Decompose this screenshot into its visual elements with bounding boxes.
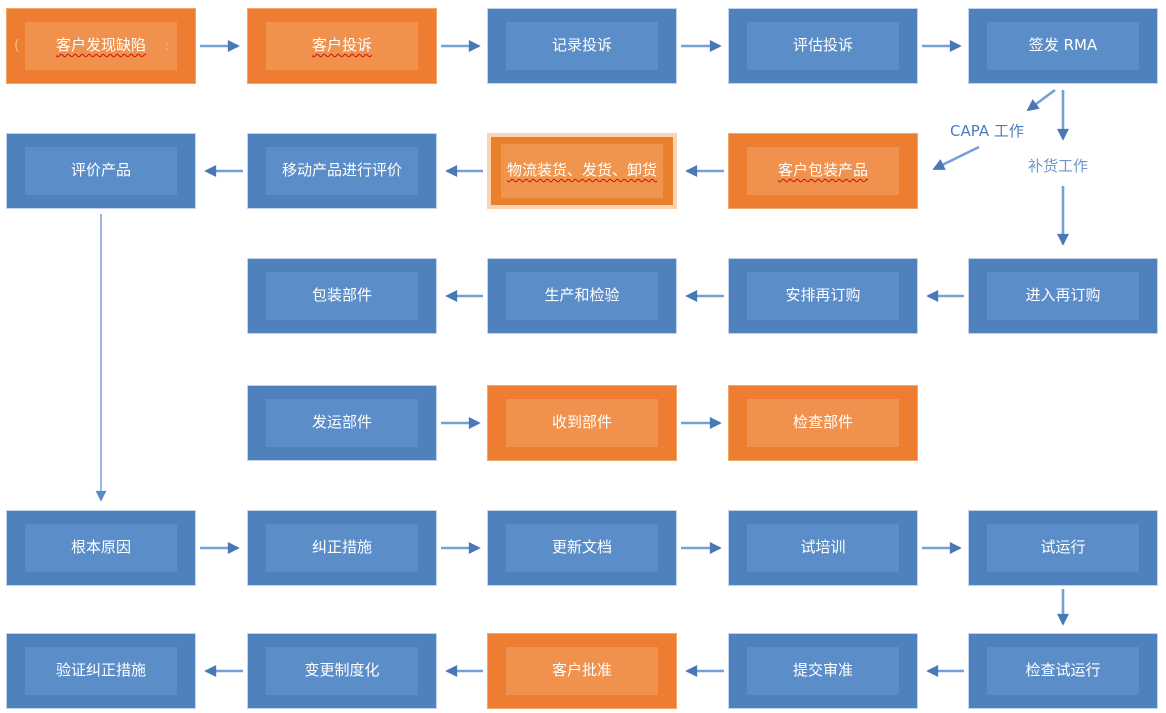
node-root-cause[interactable]: 根本原因 (6, 510, 196, 586)
node-body: 安排再订购 (747, 272, 899, 320)
node-enter-reorder[interactable]: 进入再订购 (968, 258, 1158, 334)
node-label: 评价产品 (70, 161, 131, 180)
node-label: 检查试运行 (1025, 661, 1101, 680)
node-label: 纠正措施 (311, 538, 372, 557)
node-customer-complaint[interactable]: 客户投诉 (247, 8, 437, 84)
label-capa-work: CAPA 工作 (950, 122, 1024, 140)
node-production-and-inspection[interactable]: 生产和检验 (487, 258, 677, 334)
node-label: 物流装货、发货、卸货 (506, 161, 657, 180)
node-inspect-parts[interactable]: 检查部件 (728, 385, 918, 461)
node-check-trial-run[interactable]: 检查试运行 (968, 633, 1158, 709)
node-pack-parts[interactable]: 包装部件 (247, 258, 437, 334)
node-body: 收到部件 (506, 399, 658, 447)
node-body: 根本原因 (25, 524, 177, 572)
node-label: 提交审准 (792, 661, 853, 680)
node-evaluate-product[interactable]: 评价产品 (6, 133, 196, 209)
node-body: 检查部件 (747, 399, 899, 447)
node-label: 更新文档 (551, 538, 612, 557)
node-body: 检查试运行 (987, 647, 1139, 695)
node-customer-finds-defect[interactable]: ( 客户发现缺陷 : (6, 8, 196, 84)
node-body: 移动产品进行评价 (266, 147, 418, 195)
node-label: 生产和检验 (544, 286, 620, 305)
node-label: 签发 RMA (1028, 36, 1098, 55)
node-body: 更新文档 (506, 524, 658, 572)
node-submit-for-approval[interactable]: 提交审准 (728, 633, 918, 709)
node-logistics-load-ship-unload[interactable]: 物流装货、发货、卸货 (487, 133, 677, 209)
node-body: 客户批准 (506, 647, 658, 695)
label-restock-work: 补货工作 (1028, 157, 1089, 175)
node-body: 物流装货、发货、卸货 (501, 144, 663, 198)
node-issue-rma[interactable]: 签发 RMA (968, 8, 1158, 84)
faint-colon: : (164, 38, 169, 54)
node-label: 试培训 (800, 538, 846, 557)
node-verify-corrective-action[interactable]: 验证纠正措施 (6, 633, 196, 709)
node-update-documents[interactable]: 更新文档 (487, 510, 677, 586)
node-label: 包装部件 (311, 286, 372, 305)
node-receive-parts[interactable]: 收到部件 (487, 385, 677, 461)
node-body: 试培训 (747, 524, 899, 572)
node-label: 记录投诉 (551, 36, 612, 55)
node-body: 评估投诉 (747, 22, 899, 70)
node-body: 客户发现缺陷 (25, 22, 177, 70)
node-label: 变更制度化 (304, 661, 380, 680)
node-body: 纠正措施 (266, 524, 418, 572)
node-customer-packs-product[interactable]: 客户包装产品 (728, 133, 918, 209)
node-institutionalize-change[interactable]: 变更制度化 (247, 633, 437, 709)
node-body: 客户包装产品 (747, 147, 899, 195)
node-body: 发运部件 (266, 399, 418, 447)
node-label: 客户批准 (551, 661, 612, 680)
node-label: 进入再订购 (1025, 286, 1101, 305)
node-label: 安排再订购 (785, 286, 861, 305)
node-body: 变更制度化 (266, 647, 418, 695)
node-label: 客户投诉 (311, 36, 372, 55)
node-body: 进入再订购 (987, 272, 1139, 320)
node-label: 客户发现缺陷 (55, 36, 146, 55)
node-trial-run[interactable]: 试运行 (968, 510, 1158, 586)
node-move-product-for-evaluation[interactable]: 移动产品进行评价 (247, 133, 437, 209)
node-body: 提交审准 (747, 647, 899, 695)
node-label: 收到部件 (551, 413, 612, 432)
node-label: 发运部件 (311, 413, 372, 432)
node-label: 评估投诉 (792, 36, 853, 55)
node-label: 移动产品进行评价 (281, 161, 402, 180)
connector (932, 145, 980, 171)
node-corrective-action[interactable]: 纠正措施 (247, 510, 437, 586)
node-label: 根本原因 (70, 538, 131, 557)
node-label: 客户包装产品 (777, 161, 868, 180)
node-ship-parts[interactable]: 发运部件 (247, 385, 437, 461)
node-customer-approval[interactable]: 客户批准 (487, 633, 677, 709)
node-label: 验证纠正措施 (55, 661, 146, 680)
node-label: 试运行 (1040, 538, 1086, 557)
node-evaluate-complaint[interactable]: 评估投诉 (728, 8, 918, 84)
node-schedule-reorder[interactable]: 安排再订购 (728, 258, 918, 334)
node-record-complaint[interactable]: 记录投诉 (487, 8, 677, 84)
connector (1026, 88, 1056, 112)
node-trial-training[interactable]: 试培训 (728, 510, 918, 586)
node-body: 客户投诉 (266, 22, 418, 70)
node-body: 包装部件 (266, 272, 418, 320)
node-body: 签发 RMA (987, 22, 1139, 70)
node-body: 验证纠正措施 (25, 647, 177, 695)
node-label: 检查部件 (792, 413, 853, 432)
faint-paren: ( (14, 38, 20, 54)
node-body: 试运行 (987, 524, 1139, 572)
node-body: 记录投诉 (506, 22, 658, 70)
node-body: 生产和检验 (506, 272, 658, 320)
node-body: 评价产品 (25, 147, 177, 195)
